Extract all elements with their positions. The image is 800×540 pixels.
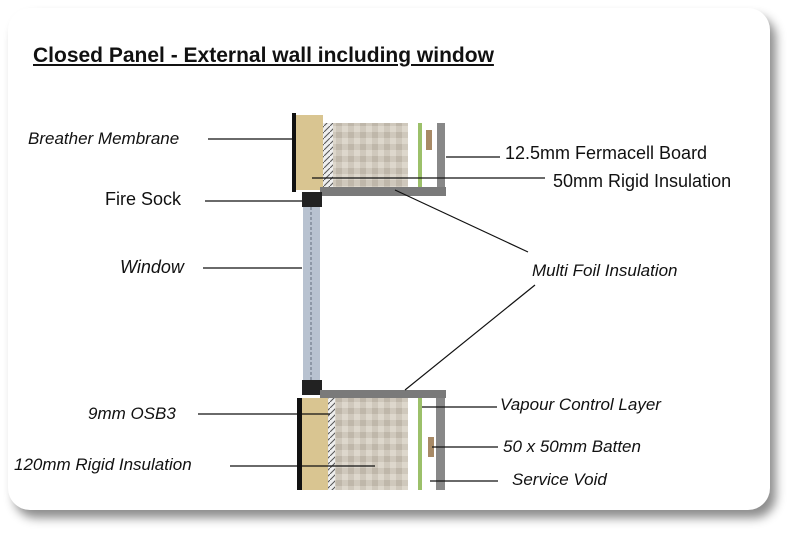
batten-bottom — [428, 437, 434, 457]
fermacell-top — [437, 123, 445, 190]
breather-membrane-bottom — [297, 398, 302, 490]
label-fermacell: 12.5mm Fermacell Board — [505, 143, 707, 163]
batten-top — [426, 130, 432, 150]
osb-top — [323, 123, 333, 188]
fire-sock-bottom — [302, 380, 322, 395]
label-multi-foil: Multi Foil Insulation — [532, 261, 678, 280]
upper-wall-section — [292, 113, 446, 196]
wood-fibre-bottom — [302, 398, 328, 490]
label-fire-sock: Fire Sock — [105, 189, 182, 209]
multi-foil-bottom — [320, 390, 446, 398]
fermacell-bottom — [436, 398, 445, 490]
label-vcl: Vapour Control Layer — [500, 395, 662, 414]
osb-bottom — [328, 398, 335, 490]
label-service-void: Service Void — [512, 470, 607, 489]
lower-wall-section — [297, 390, 446, 490]
breather-membrane-top — [292, 113, 296, 192]
label-rigid-120: 120mm Rigid Insulation — [14, 455, 192, 474]
rigid-insulation-top — [333, 123, 408, 188]
fire-sock-top — [302, 192, 322, 207]
label-rigid-50: 50mm Rigid Insulation — [553, 171, 731, 191]
label-window: Window — [120, 257, 185, 277]
vcl-top — [418, 123, 422, 188]
label-batten: 50 x 50mm Batten — [503, 437, 641, 456]
window-assembly — [302, 192, 322, 395]
label-breather-membrane: Breather Membrane — [28, 129, 179, 148]
leader-lines — [198, 138, 545, 482]
label-osb3: 9mm OSB3 — [88, 404, 176, 423]
rigid-insulation-bottom — [335, 398, 408, 490]
vcl-bottom — [418, 398, 422, 490]
wood-fibre-top — [296, 115, 323, 190]
multi-foil-top — [320, 187, 446, 196]
diagram-title: Closed Panel - External wall including w… — [33, 44, 494, 67]
